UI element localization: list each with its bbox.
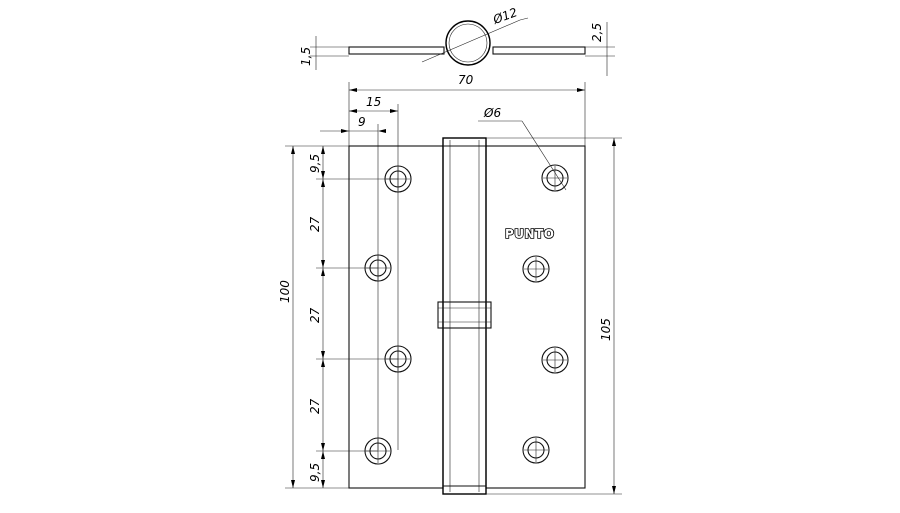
dim-leaf-height: 100	[278, 280, 292, 303]
dim-hole-diameter: Ø6	[483, 106, 501, 120]
top-view-left-leaf	[348, 46, 445, 55]
right-screw-hole-2	[522, 255, 550, 283]
front-view	[348, 120, 586, 495]
top-view-knuckle	[445, 20, 491, 66]
brand-mark: PUNTO	[505, 227, 554, 241]
dim-edge-bottom: 9,5	[308, 463, 322, 482]
top-view-right-leaf	[492, 46, 586, 55]
right-screw-hole-3	[541, 346, 569, 374]
dim-pitch-3: 27	[308, 398, 322, 414]
right-screw-hole-1	[541, 164, 569, 192]
dim-plate-thickness: 2,5	[590, 23, 604, 42]
top-view-knuckle-inner	[448, 23, 488, 63]
knuckle	[442, 137, 487, 495]
dim-pitch-2: 27	[308, 307, 322, 323]
right-screw-hole-4	[522, 436, 550, 464]
dim-hole-offset-outer: 15	[366, 95, 381, 109]
left-leaf	[348, 145, 444, 489]
dim-edge-top: 9,5	[308, 154, 322, 173]
dim-overall-width: 70	[458, 73, 474, 87]
top-view	[310, 17, 615, 76]
dim-knuckle-height: 105	[599, 318, 613, 341]
dim-leaf-thickness: 1,5	[299, 47, 313, 66]
vertical-dimensions	[285, 137, 622, 495]
width-dimensions	[320, 82, 586, 450]
knuckle-bearing-ring	[437, 301, 492, 329]
dim-hole-offset-inner: 9	[358, 115, 366, 129]
dim-pitch-1: 27	[308, 216, 322, 232]
dim-pin-diameter: Ø12	[490, 5, 519, 27]
